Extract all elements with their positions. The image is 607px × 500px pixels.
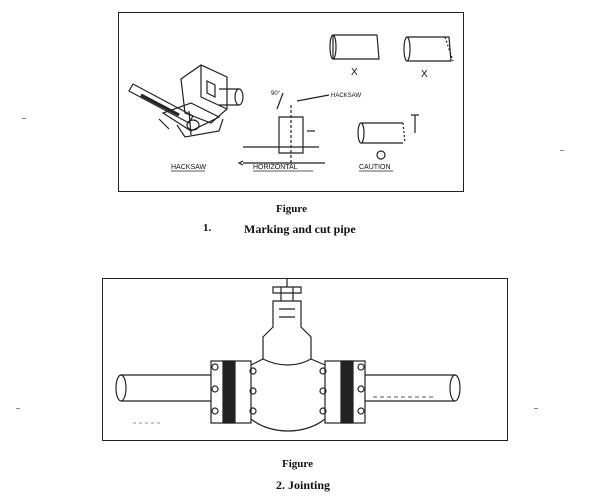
figure-2-frame — [102, 278, 508, 441]
figure-2-caption-label: Figure — [282, 458, 313, 470]
label-x-left: X — [351, 67, 358, 78]
pipe-end-right-illustration — [403, 36, 454, 62]
figure-1-frame: HACKSAW HORIZONTAL CAUTION HACKSAW 90° X… — [118, 12, 464, 192]
scan-speck — [16, 408, 20, 409]
pipe-end-left-illustration — [329, 34, 380, 60]
label-horizontal: HORIZONTAL — [253, 164, 298, 171]
figure-2-drawing — [115, 279, 461, 432]
horizontal-marking-illustration — [237, 92, 330, 166]
figure-1-caption-label: Figure — [276, 203, 307, 215]
hacksaw-vise-illustration — [128, 64, 244, 138]
figure-1-caption-title: Marking and cut pipe — [244, 222, 356, 236]
scan-speck — [22, 118, 26, 119]
label-hacksaw: HACKSAW — [171, 164, 207, 171]
label-caution: CAUTION — [359, 164, 391, 171]
label-hacksaw-pointer: HACKSAW — [331, 93, 361, 99]
scan-speck — [560, 150, 564, 151]
caution-illustration — [357, 114, 419, 160]
label-angle: 90° — [271, 91, 281, 97]
figure-2-caption-title: 2. Jointing — [276, 478, 331, 492]
figure-1-caption-number: 1. — [203, 222, 212, 234]
valve-jointing-illustration — [115, 279, 461, 432]
scan-speck — [534, 408, 538, 409]
figure-1-drawing: HACKSAW HORIZONTAL CAUTION HACKSAW 90° X… — [128, 34, 454, 172]
label-x-right: X — [421, 69, 428, 80]
